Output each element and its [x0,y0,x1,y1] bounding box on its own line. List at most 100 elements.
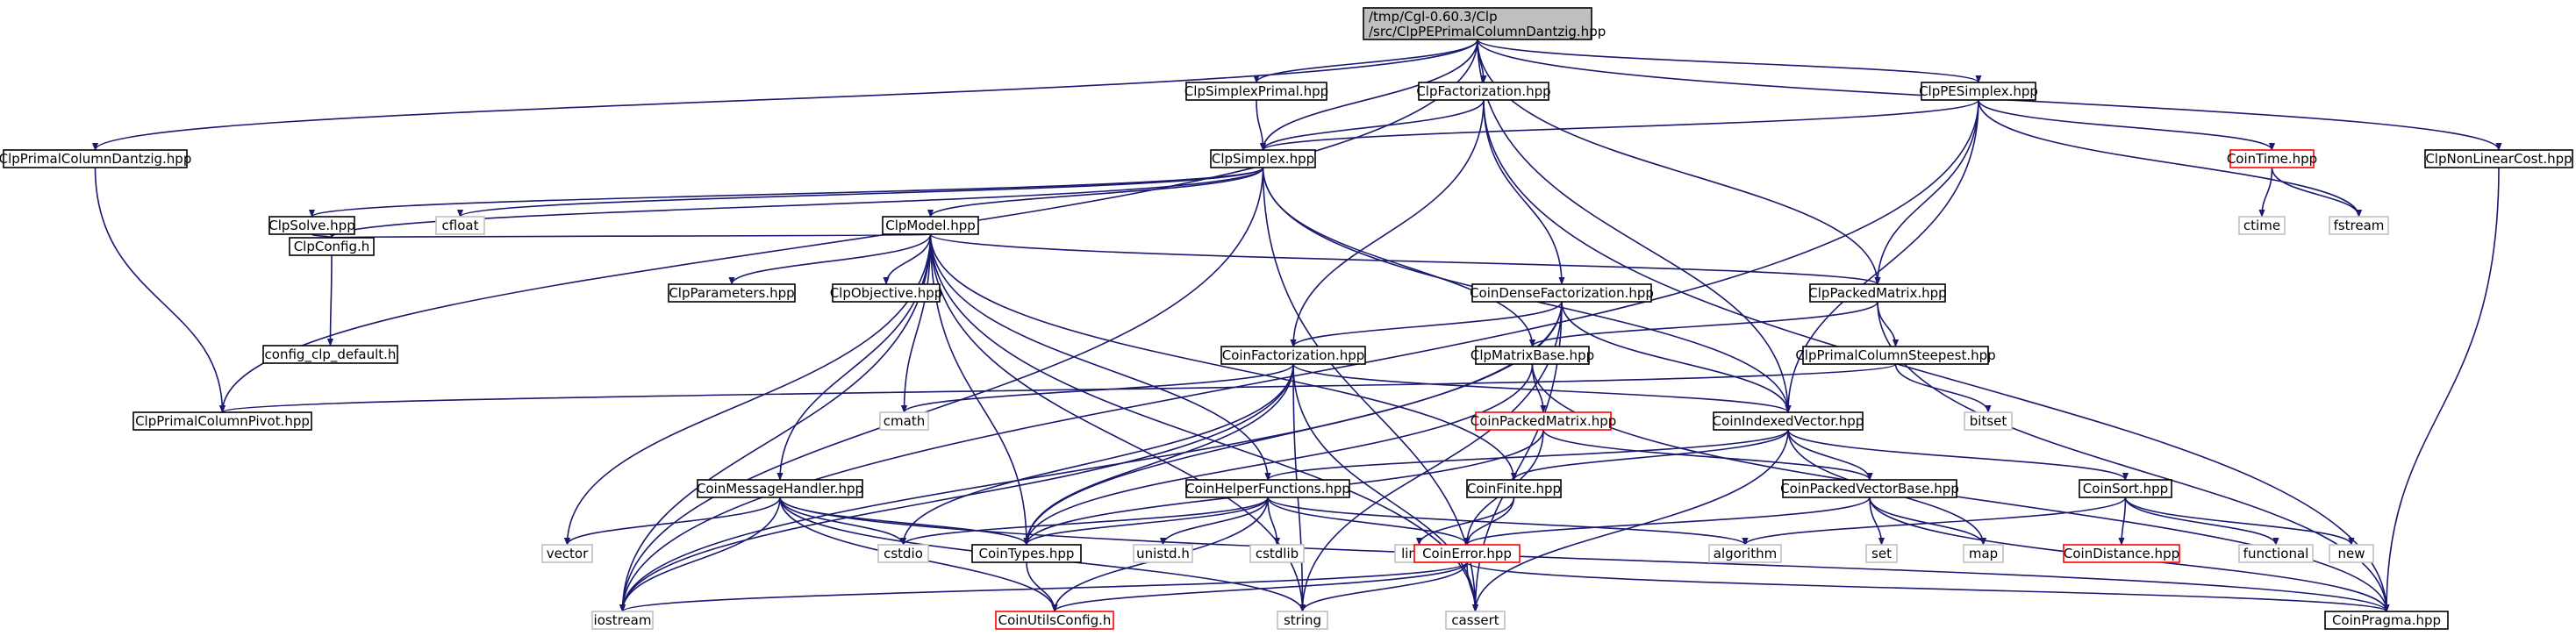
edge-cointime-to-ctime [2258,167,2273,218]
node-label: set [1871,546,1892,561]
node-clpmodel[interactable]: ClpModel.hpp [882,216,979,235]
node-coinpackedvectorbase[interactable]: CoinPackedVectorBase.hpp [1780,479,1959,498]
node-label: CoinTime.hpp [2227,151,2317,167]
node-ctime[interactable]: ctime [2238,216,2286,235]
node-bitset[interactable]: bitset [1964,411,2013,431]
node-clppackedmatrix[interactable]: ClpPackedMatrix.hpp [1808,283,1947,303]
node-cstdio[interactable]: cstdio [877,544,929,563]
node-label: ClpPESimplex.hpp [1919,83,2038,99]
node-coinerror[interactable]: CoinError.hpp [1413,544,1521,563]
node-label: CoinHelperFunctions.hpp [1185,481,1350,497]
edge-clpfactorization-to-clpsimplex [1259,99,1485,151]
edge-coinfactorization-to-coinindexedvector [1292,363,1792,413]
node-label: algorithm [1714,546,1777,561]
node-coindensefactorization[interactable]: CoinDenseFactorization.hpp [1470,283,1654,303]
node-coinmessagehandler[interactable]: CoinMessageHandler.hpp [697,479,863,498]
node-coinhelperfunctions[interactable]: CoinHelperFunctions.hpp [1185,479,1350,498]
node-root[interactable]: /tmp/Cgl-0.60.3/Clp/src/ClpPEPrimalColum… [1363,7,1606,40]
node-label: ClpObjective.hpp [830,285,943,301]
node-clpnonlinearcost[interactable]: ClpNonLinearCost.hpp [2424,149,2573,168]
node-box [1210,149,1316,168]
node-cointypes[interactable]: CoinTypes.hpp [971,544,1082,563]
node-box [1277,611,1328,630]
node-box [1964,411,2013,431]
node-clpobjective[interactable]: ClpObjective.hpp [830,283,943,303]
node-label: functional [2243,546,2309,561]
node-coinindexedvector[interactable]: CoinIndexedVector.hpp [1713,411,1864,431]
node-box [2424,149,2573,168]
node-cassert[interactable]: cassert [1445,611,1506,630]
node-cfloat[interactable]: cfloat [435,216,485,235]
node-box [591,611,654,630]
node-box [2329,216,2389,235]
node-cmath[interactable]: cmath [879,411,929,431]
edge-coinfactorization-to-cointypes [1023,363,1294,546]
edge-coindensefactorization-to-coinindexedvector [1561,301,1792,413]
node-fstream[interactable]: fstream [2329,216,2389,235]
edge-clpsimplex-to-cfloat [457,167,1264,218]
node-clpprimalcolumndantzig[interactable]: ClpPrimalColumnDantzig.hpp [0,149,191,168]
node-label: CoinPackedVectorBase.hpp [1780,481,1959,497]
node-coinsort[interactable]: CoinSort.hpp [2079,479,2172,498]
node-clpmatrixbase[interactable]: ClpMatrixBase.hpp [1470,346,1594,365]
node-unistd[interactable]: unistd.h [1133,544,1193,563]
node-label: cstdio [884,546,923,561]
node-clpsimplexprimal[interactable]: ClpSimplexPrimal.hpp [1184,82,1328,101]
edge-coinhelperfunctions-to-cstdlib [1267,497,1281,546]
node-map[interactable]: map [1963,544,2004,563]
node-coinfinite[interactable]: CoinFinite.hpp [1466,479,1562,498]
node-box [1471,283,1652,303]
node-clpprimalcolumnpivot[interactable]: ClpPrimalColumnPivot.hpp [132,411,312,431]
node-box [289,237,375,256]
node-coinfactorization[interactable]: CoinFactorization.hpp [1220,346,1366,365]
node-label: ClpModel.hpp [885,218,976,233]
node-functional[interactable]: functional [2238,544,2314,563]
edge-root-to-clpprimalcolumndantzig [92,39,1478,151]
node-cstdlib[interactable]: cstdlib [1249,544,1305,563]
node-box [1921,82,2036,101]
edge-clpsimplex-to-cassert [1262,167,1479,612]
node-label: CoinMessageHandler.hpp [697,481,863,497]
node-box [1133,544,1193,563]
node-label: CoinFactorization.hpp [1222,347,1365,363]
node-clpconfig[interactable]: ClpConfig.h [289,237,375,256]
node-iostream[interactable]: iostream [591,611,654,630]
node-clpsimplex[interactable]: ClpSimplex.hpp [1210,149,1316,168]
edge-root-to-clppesimplex [1477,39,1982,83]
edge-clppesimplex-to-clppackedmatrix [1874,99,1979,285]
edge-clpsimplex-to-iostream [619,167,1264,612]
node-label: CoinTypes.hpp [979,546,1075,561]
edge-clpnonlinearcost-to-coinpragma [2383,167,2500,612]
edge-clpfactorization-to-coinfactorization [1290,99,1485,347]
node-coinpackedmatrix[interactable]: CoinPackedMatrix.hpp [1470,411,1617,431]
node-label: ClpPrimalColumnPivot.hpp [135,413,310,429]
edge-clppesimplex-to-coinindexedvector [1785,99,1979,413]
node-box [3,149,188,168]
node-clpsolve[interactable]: ClpSolve.hpp [268,216,355,235]
node-box [1708,544,1782,563]
node-box [971,544,1082,563]
node-coinutilsconfig[interactable]: CoinUtilsConfig.h [995,611,1114,630]
node-new[interactable]: new [2329,544,2374,563]
edge-clpfactorization-to-coinpragma [1483,99,2390,612]
edge-coindensefactorization-to-iostream [619,301,1563,612]
node-algorithm[interactable]: algorithm [1708,544,1782,563]
node-config-clp-default[interactable]: config_clp_default.h [262,345,398,364]
node-set[interactable]: set [1865,544,1898,563]
node-string[interactable]: string [1277,611,1328,630]
node-box [2079,479,2172,498]
edge-coinerror-to-iostream [619,561,1468,612]
edge-clpsimplex-to-clpconfig [328,167,1264,239]
node-clpprimalcolumnsteepest[interactable]: ClpPrimalColumnSteepest.hpp [1795,346,1996,365]
node-cointime[interactable]: CoinTime.hpp [2227,149,2317,168]
node-clpfactorization[interactable]: ClpFactorization.hpp [1416,82,1551,101]
edge-coinfactorization-to-cassert [1292,363,1479,612]
node-clppesimplex[interactable]: ClpPESimplex.hpp [1919,82,2038,101]
node-box [1413,544,1521,563]
node-box [877,544,929,563]
node-vector[interactable]: vector [541,544,593,563]
node-coinpragma[interactable]: CoinPragma.hpp [2324,611,2449,630]
node-box [1418,82,1549,101]
node-clpparameters[interactable]: ClpParameters.hpp [668,283,796,303]
node-coindistance[interactable]: CoinDistance.hpp [2063,544,2180,563]
